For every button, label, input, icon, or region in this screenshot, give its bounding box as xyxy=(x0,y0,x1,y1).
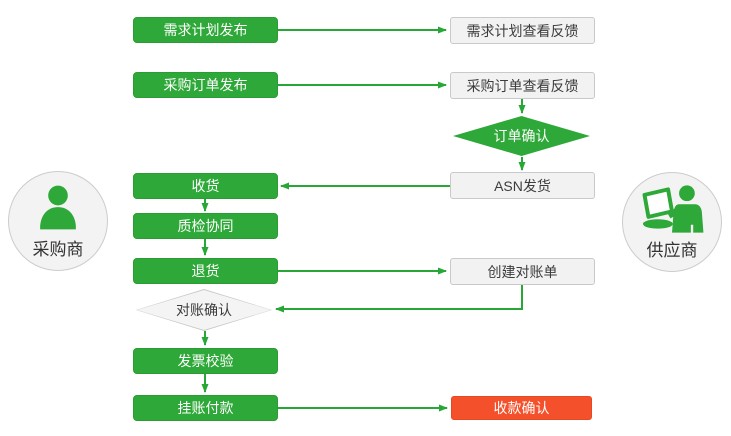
person-laptop-icon xyxy=(639,183,705,235)
node-return-goods: 退货 xyxy=(133,258,278,284)
node-receipt-confirm: 收款确认 xyxy=(451,396,592,420)
node-create-statement: 创建对账单 xyxy=(450,258,595,285)
node-asn-ship: ASN发货 xyxy=(450,172,595,199)
node-order-confirm: 订单确认 xyxy=(453,116,590,156)
actor-supplier: 供应商 xyxy=(622,172,722,272)
node-quality-collab: 质检协同 xyxy=(133,213,278,239)
node-demand-plan-publish: 需求计划发布 xyxy=(133,17,278,43)
node-recon-confirm: 对账确认 xyxy=(136,289,272,331)
node-po-publish: 采购订单发布 xyxy=(133,72,278,98)
node-book-payment: 挂账付款 xyxy=(133,395,278,421)
person-icon xyxy=(31,182,85,234)
node-receive-goods: 收货 xyxy=(133,173,278,199)
node-recon-confirm-label: 对账确认 xyxy=(176,302,232,318)
arrow-statement-to-recon-confirm xyxy=(275,285,523,313)
actor-buyer-label: 采购商 xyxy=(32,240,84,259)
actor-buyer: 采购商 xyxy=(8,171,108,271)
node-invoice-check: 发票校验 xyxy=(133,348,278,374)
actor-supplier-label: 供应商 xyxy=(646,241,698,260)
node-demand-plan-feedback: 需求计划查看反馈 xyxy=(450,17,595,44)
node-order-confirm-label: 订单确认 xyxy=(493,128,550,144)
node-po-feedback: 采购订单查看反馈 xyxy=(450,72,595,99)
